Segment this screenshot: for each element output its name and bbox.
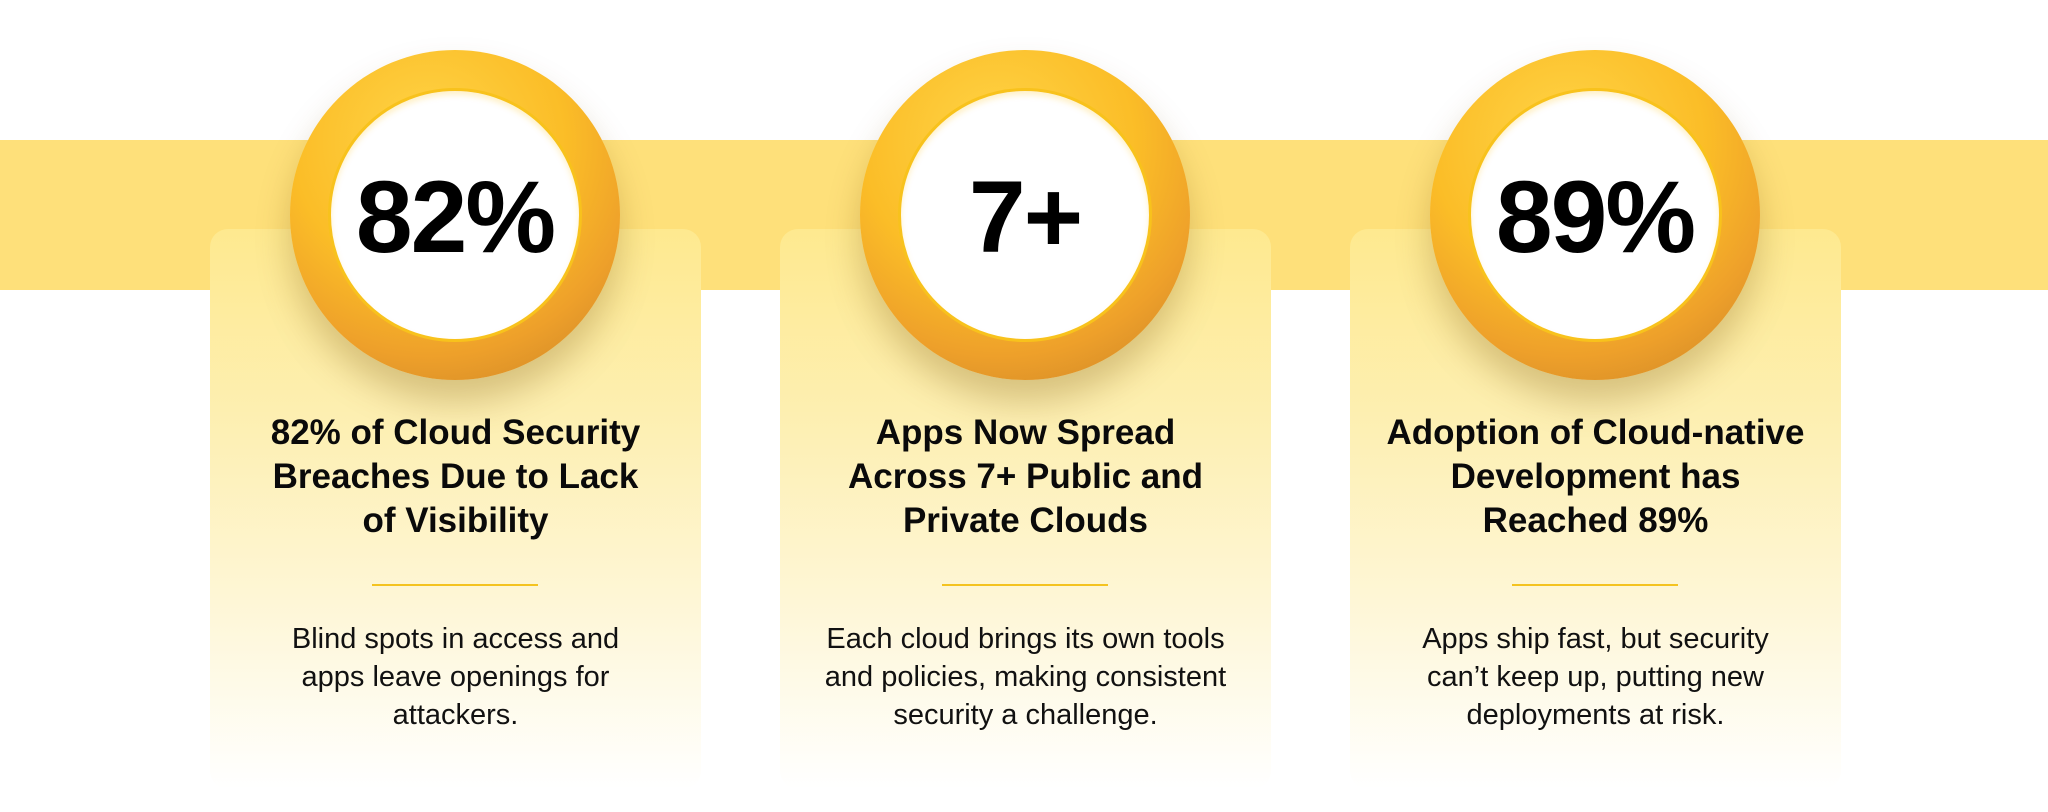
stat-title: Adoption of Cloud-native Development has… bbox=[1350, 411, 1841, 543]
stat-value: 7+ bbox=[968, 160, 1083, 274]
stat-badge-disc: 82% bbox=[328, 88, 582, 342]
stat-badge-disc: 7+ bbox=[898, 88, 1152, 342]
stat-value: 82% bbox=[355, 160, 556, 274]
stat-title-line: Development has bbox=[1450, 457, 1741, 496]
stat-description: Apps ship fast, but security can’t keep … bbox=[1350, 620, 1841, 734]
stat-badge-ring: 82% bbox=[290, 50, 620, 380]
stat-description-line: and policies, making consistent bbox=[824, 661, 1227, 693]
stat-title-line: Across 7+ Public and bbox=[848, 457, 1203, 496]
stat-description: Blind spots in access and apps leave ope… bbox=[210, 620, 701, 734]
stat-description-line: can’t keep up, putting new bbox=[1427, 661, 1764, 693]
divider-line bbox=[942, 584, 1108, 586]
stat-description-line: deployments at risk. bbox=[1466, 699, 1725, 731]
stat-badge-disc: 89% bbox=[1468, 88, 1722, 342]
stat-description-line: Apps ship fast, but security bbox=[1422, 623, 1769, 655]
stat-description-line: apps leave openings for bbox=[301, 661, 610, 693]
divider-line bbox=[372, 584, 538, 586]
stat-value: 89% bbox=[1495, 160, 1696, 274]
stat-description-line: Each cloud brings its own tools bbox=[826, 623, 1225, 655]
divider-line bbox=[1512, 584, 1678, 586]
stat-title: 82% of Cloud Security Breaches Due to La… bbox=[210, 411, 701, 543]
stat-title-line: of Visibility bbox=[362, 501, 549, 540]
stat-title-line: Apps Now Spread bbox=[875, 413, 1176, 452]
stat-title-line: Reached 89% bbox=[1482, 501, 1709, 540]
stat-title: Apps Now Spread Across 7+ Public and Pri… bbox=[780, 411, 1271, 543]
stat-description-line: attackers. bbox=[392, 699, 519, 731]
stat-title-line: Breaches Due to Lack bbox=[272, 457, 639, 496]
stat-title-line: Private Clouds bbox=[902, 501, 1149, 540]
stat-description-line: Blind spots in access and bbox=[291, 623, 620, 655]
stat-badge-ring: 7+ bbox=[860, 50, 1190, 380]
stat-description: Each cloud brings its own tools and poli… bbox=[780, 620, 1271, 734]
stat-description-line: security a challenge. bbox=[893, 699, 1158, 731]
stat-title-line: Adoption of Cloud-native bbox=[1386, 413, 1805, 452]
stat-title-line: 82% of Cloud Security bbox=[270, 413, 641, 452]
stat-badge-ring: 89% bbox=[1430, 50, 1760, 380]
